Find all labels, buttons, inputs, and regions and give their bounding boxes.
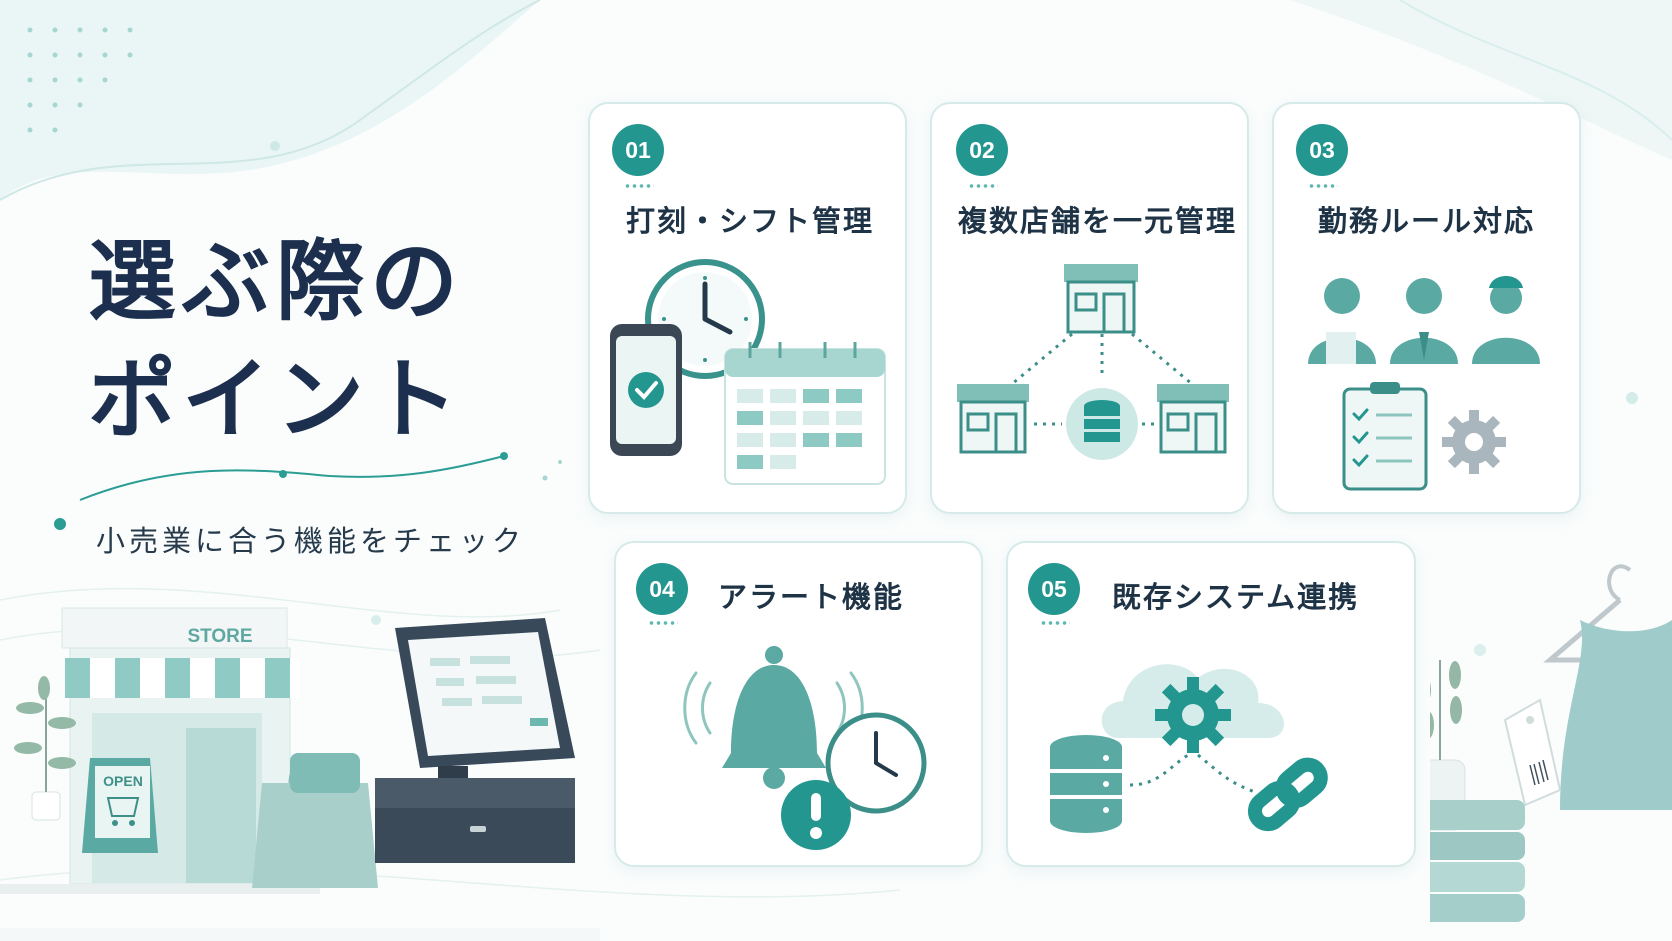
feature-card-01: 01 打刻・シフト管理	[588, 102, 907, 514]
badge-dots	[648, 621, 678, 625]
badge-dots	[624, 184, 654, 188]
page-title-line2: ポイント	[88, 347, 465, 451]
badge-dots	[968, 184, 998, 188]
store-icon	[1064, 264, 1138, 334]
card-title: アラート機能	[718, 580, 905, 614]
apparel-illustration	[1430, 564, 1672, 922]
feature-card-03: 03 勤務ルール対応	[1272, 102, 1581, 514]
feature-card-05: 05 既存システム連携	[1006, 541, 1416, 867]
subtitle: 小売業に合う機能をチェック	[96, 524, 526, 558]
page-title: 選ぶ際の ポイント	[88, 222, 464, 458]
card-title: 打刻・シフト管理	[626, 204, 875, 238]
badge-dots	[1040, 621, 1070, 625]
card-number-badge: 02	[956, 124, 1008, 176]
badge-dots	[1308, 184, 1338, 188]
feature-card-02: 02 複数店舗を一元管理	[930, 102, 1249, 514]
card-title: 複数店舗を一元管理	[958, 204, 1238, 238]
open-board: OPEN	[103, 773, 143, 789]
cloud-link-icon	[1050, 664, 1328, 833]
bell-alert-icon	[683, 646, 927, 850]
feature-card-04: 04 アラート機能	[614, 541, 983, 867]
store-sign: STORE	[187, 626, 252, 647]
page-title-line1: 選ぶ際の	[88, 229, 465, 333]
card-number-badge: 05	[1028, 563, 1080, 615]
card-number-badge: 04	[636, 563, 688, 615]
clock-phone-calendar-icon	[610, 259, 886, 485]
store-network-icon	[957, 264, 1229, 460]
card-number-badge: 01	[612, 124, 664, 176]
staff-checklist-icon	[1308, 276, 1540, 491]
store-illustration: STORE OPEN	[0, 607, 600, 941]
card-title: 勤務ルール対応	[1318, 204, 1536, 238]
card-number-badge: 03	[1296, 124, 1348, 176]
card-title: 既存システム連携	[1112, 580, 1360, 614]
